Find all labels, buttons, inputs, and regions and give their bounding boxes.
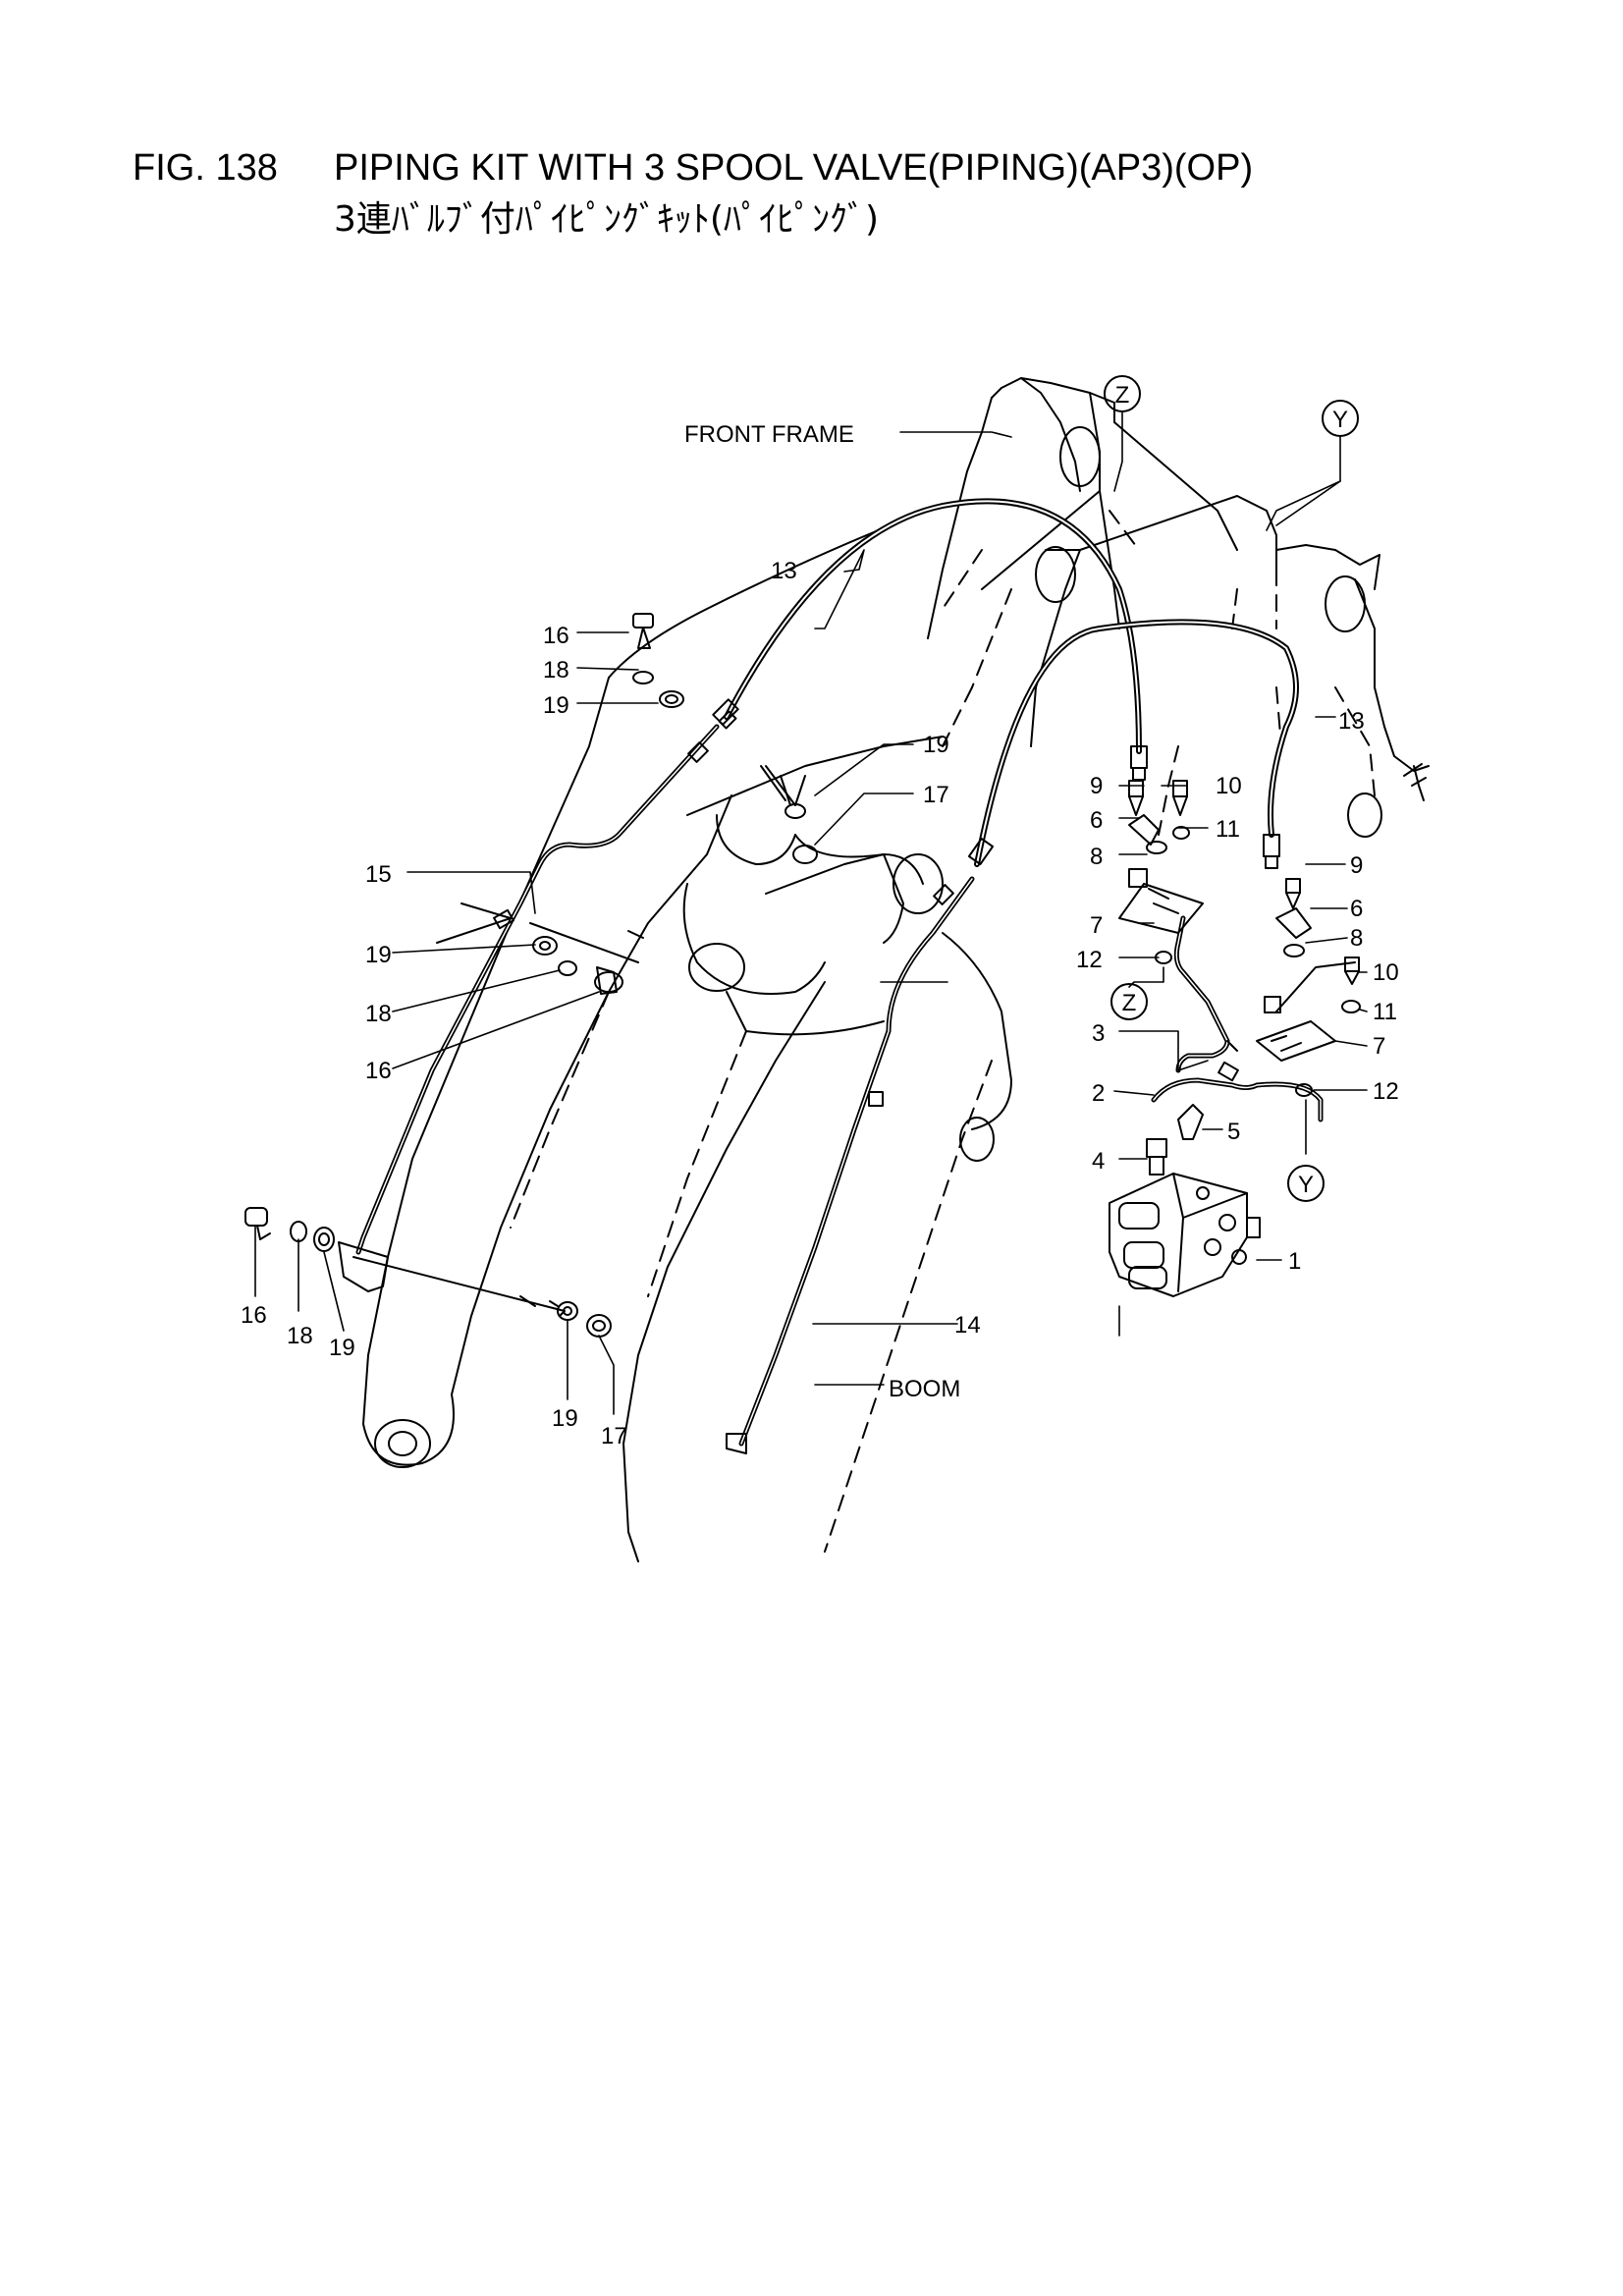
callout-19-mid: 19 (923, 732, 949, 758)
clamp-assembly-y (1256, 878, 1361, 1097)
callout-13-left: 13 (771, 558, 797, 584)
leader-lines (254, 411, 1368, 1415)
figure-number: FIG. 138 (133, 147, 278, 189)
callout-5: 5 (1227, 1119, 1240, 1145)
view-marker-y-top (1322, 400, 1359, 437)
front-frame-structure (927, 377, 1430, 838)
callout-17-bottom: 17 (601, 1423, 627, 1449)
callout-8-z: 8 (1090, 844, 1103, 870)
callout-10-y: 10 (1373, 959, 1399, 986)
callout-1: 1 (1288, 1248, 1301, 1275)
callout-13-right: 13 (1338, 708, 1365, 735)
callout-6-z: 6 (1090, 807, 1103, 834)
callout-4: 4 (1092, 1148, 1105, 1175)
clamp-assembly-z (1118, 780, 1204, 964)
lower-left-tee (338, 1241, 566, 1317)
spool-valve-assembly (1109, 915, 1324, 1297)
callout-9-y: 9 (1350, 852, 1363, 879)
figure-title: PIPING KIT WITH 3 SPOOL VALVE(PIPING)(AP… (334, 147, 1254, 189)
callout-12-y: 12 (1373, 1078, 1399, 1105)
callout-8-y: 8 (1350, 925, 1363, 952)
callout-14: 14 (954, 1312, 981, 1339)
hose-13-left (724, 498, 1142, 754)
callout-19-bottom-right: 19 (552, 1405, 578, 1432)
callout-2: 2 (1092, 1080, 1105, 1107)
view-y-bottom-letter: Y (1298, 1172, 1314, 1198)
callout-16-bottom: 16 (241, 1302, 267, 1329)
callout-19-bottom-left: 19 (329, 1335, 355, 1361)
callout-15: 15 (365, 861, 392, 888)
callout-19-left: 19 (365, 942, 392, 968)
view-marker-y-bottom (1287, 1165, 1325, 1202)
figure-title-japanese: 3連ﾊﾞﾙﾌﾞ付ﾊﾟｲﾋﾟﾝｸﾞｷｯﾄ(ﾊﾟｲﾋﾟﾝｸﾞ) (334, 199, 879, 240)
callout-7-z: 7 (1090, 912, 1103, 939)
view-z-top-letter: Z (1115, 382, 1130, 409)
callout-6-y: 6 (1350, 896, 1363, 922)
boom-label: BOOM (889, 1376, 960, 1402)
boom-structure (362, 510, 1012, 1562)
front-frame-label: FRONT FRAME (684, 421, 854, 448)
view-y-top-letter: Y (1332, 407, 1348, 433)
view-marker-z-top (1104, 375, 1141, 412)
callout-18-bottom: 18 (287, 1323, 313, 1349)
callout-19-top: 19 (543, 692, 569, 719)
callout-11-y: 11 (1373, 999, 1397, 1025)
callout-7-y: 7 (1373, 1033, 1385, 1060)
callout-16-top: 16 (543, 623, 569, 649)
view-z-bottom-letter: Z (1122, 990, 1137, 1016)
callout-16-left: 16 (365, 1058, 392, 1084)
callout-9-z: 9 (1090, 773, 1103, 799)
hose-fittings (712, 698, 1280, 869)
callout-18-left: 18 (365, 1001, 392, 1027)
callout-11-z: 11 (1216, 816, 1240, 843)
view-marker-z-bottom (1110, 983, 1148, 1020)
hose-13-right (974, 619, 1299, 867)
callout-18-top: 18 (543, 657, 569, 683)
callout-3: 3 (1092, 1020, 1105, 1047)
callout-12-z: 12 (1076, 947, 1103, 973)
left-small-parts (244, 613, 818, 1338)
pipe-15 (355, 724, 720, 1255)
callout-17-mid: 17 (923, 782, 949, 808)
pipe-14 (726, 876, 975, 1454)
callout-10-z: 10 (1216, 773, 1242, 799)
